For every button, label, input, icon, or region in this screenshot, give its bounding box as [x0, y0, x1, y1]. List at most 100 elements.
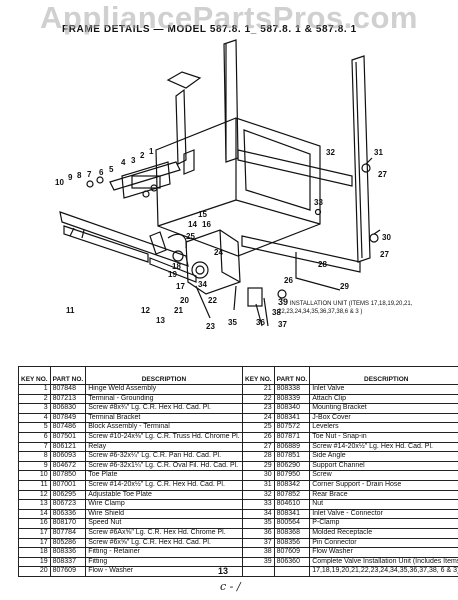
- callout-label: 11: [66, 306, 75, 315]
- page-header: FRAME DETAILS — MODEL 587.8. 1_ 587.8. 1…: [62, 24, 357, 35]
- part-number-cell: 807852: [273, 489, 311, 501]
- key-cell: 38: [242, 547, 275, 558]
- key-cell: 34: [242, 508, 275, 520]
- description-cell: P-Clamp: [309, 518, 458, 529]
- key-cell: 17: [18, 537, 51, 549]
- description-cell: Flow - Washer: [85, 566, 243, 577]
- key-cell: 24: [242, 412, 275, 424]
- key-cell: 17: [18, 527, 51, 539]
- part-number-cell: 808338: [273, 384, 311, 395]
- description-cell: Wire Shield: [85, 508, 243, 520]
- description-cell: Levelers: [309, 422, 458, 433]
- part-number-cell: 808339: [273, 393, 311, 405]
- description-cell: Molded Receptacle: [309, 527, 458, 539]
- part-number-cell: 808341: [273, 412, 311, 424]
- key-cell: 29: [242, 460, 275, 472]
- part-number-cell: 806336: [49, 508, 87, 520]
- description-cell: Pin Connector: [309, 537, 458, 549]
- key-cell: 26: [242, 431, 275, 443]
- description-cell: Inlet Valve: [309, 384, 458, 395]
- callout-label: 14: [188, 220, 197, 229]
- key-cell: 13: [18, 499, 51, 510]
- part-number-cell: 807501: [49, 431, 87, 443]
- callout-label: 27: [378, 170, 387, 179]
- part-number-cell: 807486: [49, 422, 87, 433]
- handwritten-mark: c - /: [220, 580, 241, 593]
- description-cell: 17,18,19,20,21,22,23,24,34,35,36,37,38, …: [309, 566, 458, 577]
- description-cell: Speed Nut: [85, 518, 243, 529]
- key-cell: 25: [242, 422, 275, 433]
- description-cell: Wire Clamp: [85, 499, 243, 510]
- col-description: DESCRIPTION: [85, 366, 243, 385]
- install-note-number: 39: [278, 297, 289, 307]
- key-cell: 11: [18, 479, 51, 491]
- key-cell: 37: [242, 537, 275, 549]
- part-number-cell: 807850: [49, 470, 87, 481]
- callout-label: 23: [206, 322, 215, 331]
- description-cell: Support Channel: [309, 460, 458, 472]
- part-number-cell: 800564: [273, 518, 311, 529]
- callout-label: 21: [174, 306, 183, 315]
- part-number-cell: 808341: [273, 508, 311, 520]
- callout-label: 19: [168, 270, 177, 279]
- col-description: DESCRIPTION: [309, 366, 458, 385]
- key-cell: 4: [18, 412, 51, 424]
- col-part: PART NO.: [49, 366, 87, 385]
- description-cell: Terminal - Grounding: [85, 393, 243, 405]
- part-number-cell: 808356: [273, 537, 311, 549]
- key-cell: 19: [18, 556, 51, 568]
- callout-label: 15: [198, 210, 207, 219]
- part-number-cell: 807848: [49, 384, 87, 395]
- key-cell: 36: [242, 527, 275, 539]
- description-cell: Relay: [85, 441, 243, 453]
- callout-label: 32: [326, 148, 335, 157]
- callout-label: 13: [156, 316, 165, 325]
- key-cell: 10: [18, 470, 51, 481]
- description-cell: Screw: [309, 470, 458, 481]
- key-cell: 9: [18, 460, 51, 472]
- description-cell: Nut: [309, 499, 458, 510]
- callout-label: 12: [141, 306, 150, 315]
- description-cell: Screw #14-20x½" Lg. Hex Hd. Cad. Pl.: [309, 441, 458, 453]
- part-number-cell: 808336: [49, 547, 87, 558]
- exploded-frame-diagram: [59, 39, 381, 327]
- callout-label: 36: [256, 318, 265, 327]
- description-cell: Corner Support - Drain Hose: [309, 479, 458, 491]
- callout-label: 1: [149, 147, 154, 156]
- callout-label: 26: [284, 276, 293, 285]
- key-cell: 30: [242, 470, 275, 481]
- key-cell: 28: [242, 451, 275, 462]
- description-cell: Attach Clip: [309, 393, 458, 405]
- key-cell: 22: [242, 393, 275, 405]
- key-cell: 39: [242, 556, 275, 568]
- description-cell: Screw #6-32x¼" Lg. C.R. Pan Hd. Cad. Pl.: [85, 451, 243, 462]
- description-cell: Block Assembly - Terminal: [85, 422, 243, 433]
- description-cell: Fitting - Retainer: [85, 547, 243, 558]
- callout-label: 28: [318, 260, 327, 269]
- description-cell: Screw #6x⅝" Lg. C.R. Hex Hd. Cad. Pl.: [85, 537, 243, 549]
- part-number-cell: 807609: [49, 566, 87, 577]
- key-cell: [242, 566, 275, 577]
- key-cell: 1: [18, 384, 51, 395]
- part-number-cell: 807950: [273, 470, 311, 481]
- callout-label: 27: [380, 250, 389, 259]
